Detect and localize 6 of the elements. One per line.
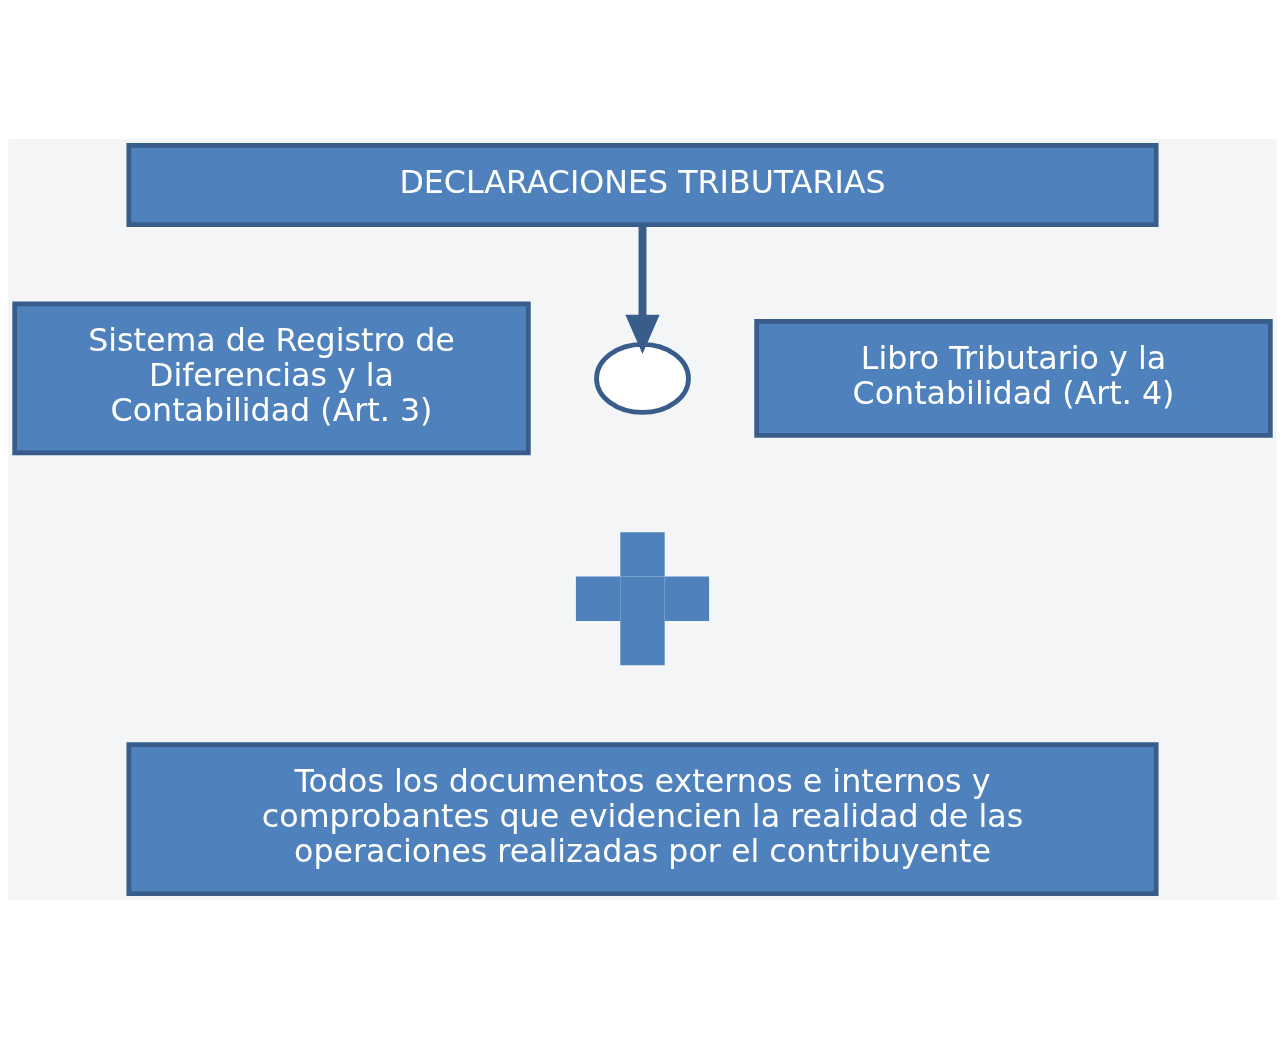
node-circle [594,341,691,415]
node-box: Libro Tributario y la Contabilidad (Art. 4) [754,318,1273,438]
arrow [625,224,660,354]
node-box: Todos los documentos externos e internos y comprobantes que evidencien la realidad de las operaciones realizadas por el contribuyente [126,741,1159,896]
node-box: DECLARACIONES TRIBUTARIAS [126,142,1159,227]
node-box: Sistema de Registro de Diferencias y la Contabilidad (Art. 3) [12,301,531,455]
